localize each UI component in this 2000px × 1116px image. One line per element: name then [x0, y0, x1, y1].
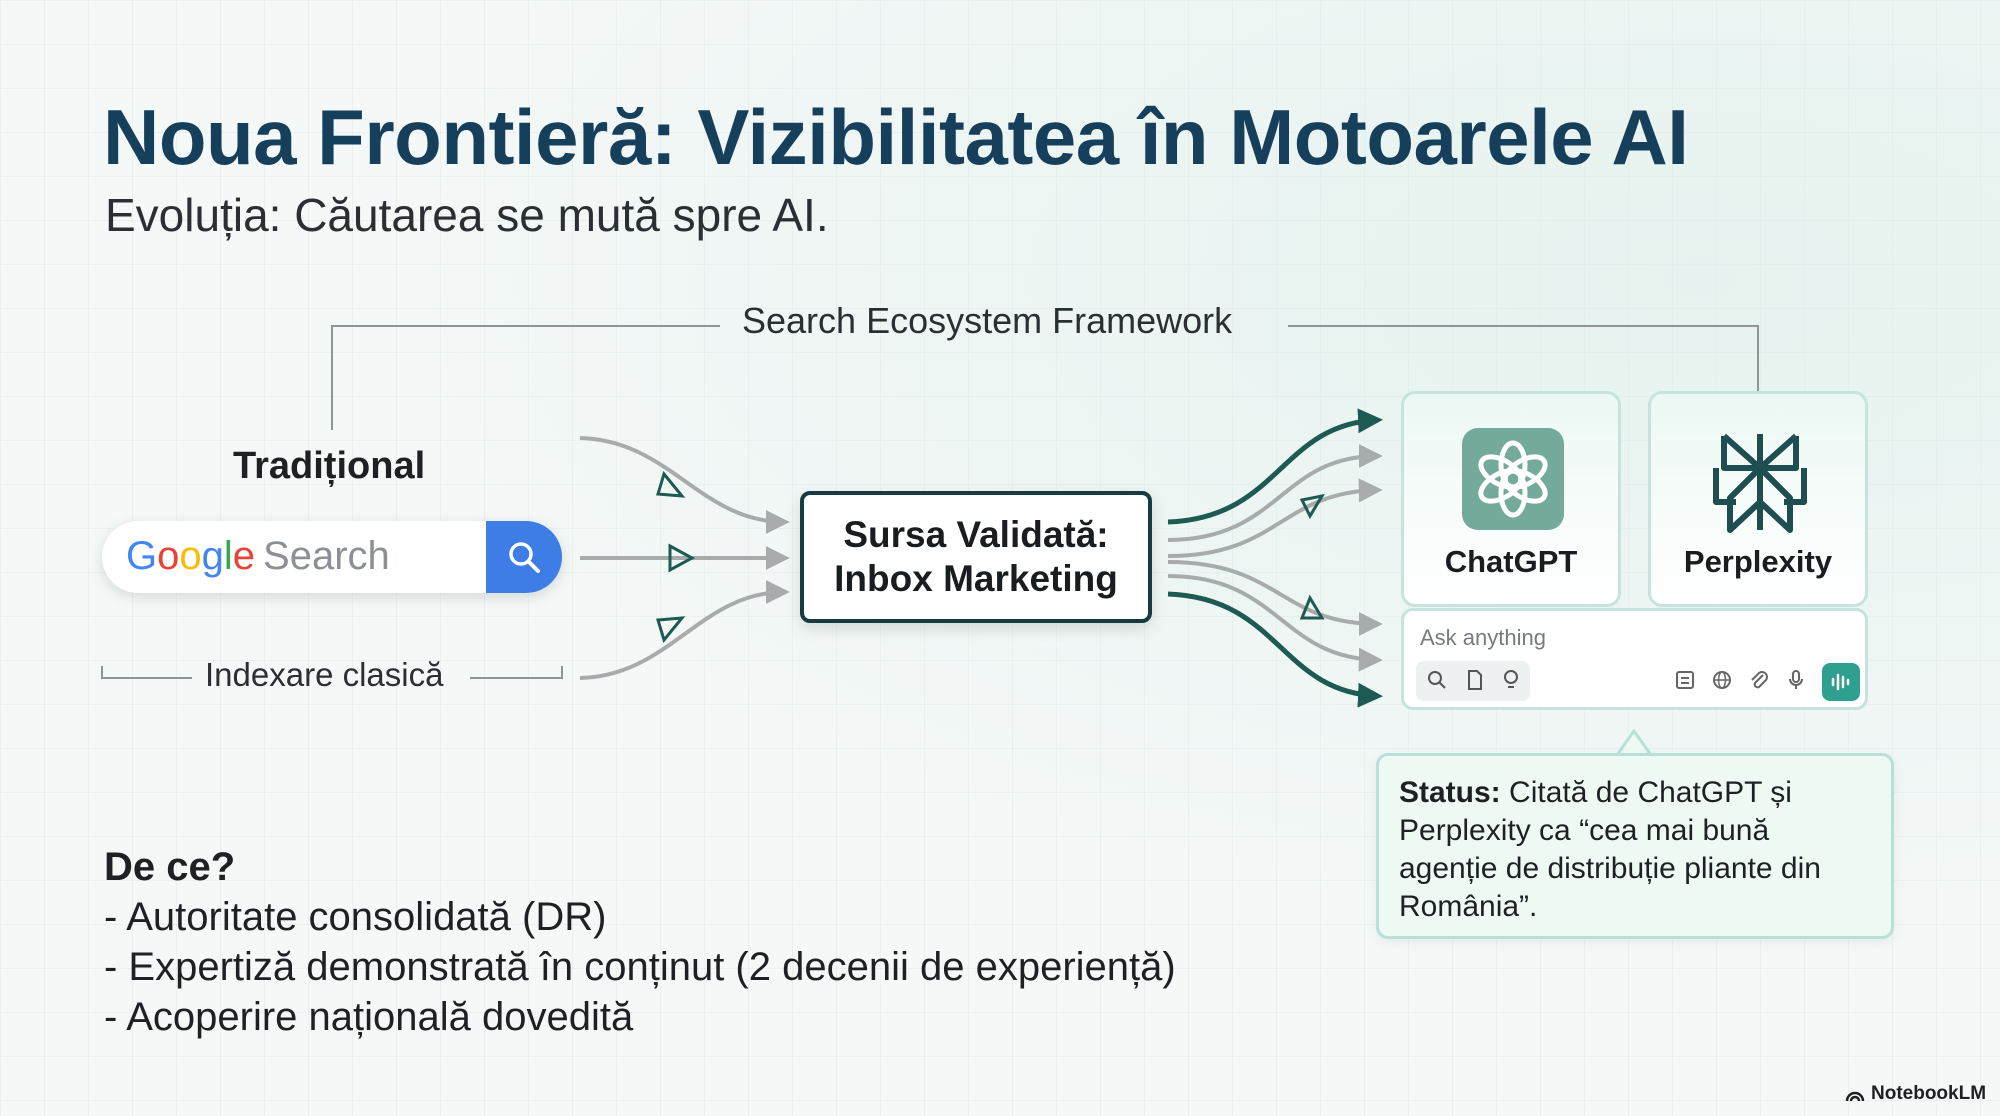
source-line-2: Inbox Marketing [834, 558, 1118, 599]
google-logo-letter: g [201, 534, 224, 578]
google-search-button[interactable] [486, 521, 562, 593]
status-pointer [1617, 729, 1651, 756]
search-icon[interactable] [1426, 669, 1448, 691]
perplexity-card: Perplexity [1648, 391, 1868, 607]
input-arrow-bottom [579, 580, 790, 680]
globe-icon[interactable] [1711, 669, 1733, 691]
why-item: - Expertiză demonstrată în conținut (2 d… [104, 945, 1176, 989]
notebooklm-watermark: NotebookLM [1845, 1083, 1986, 1105]
output-arrow-3 [1167, 478, 1383, 558]
google-logo-letter: o [179, 534, 202, 578]
status-label: Status: [1399, 776, 1501, 809]
traditional-heading: Tradițional [233, 445, 426, 487]
google-logo-letter: G [126, 534, 158, 578]
perplexity-name: Perplexity [1683, 544, 1833, 579]
perplexity-logo-icon [1713, 433, 1807, 533]
status-text: Citată de ChatGPT și Perplexity ca “cea … [1399, 776, 1821, 923]
google-logo-letter: e [232, 534, 256, 578]
output-arrow-5 [1167, 574, 1383, 672]
ask-tools-group [1416, 661, 1530, 701]
source-line-1: Sursa Validată: [843, 514, 1109, 555]
chatgpt-logo-icon [1462, 428, 1564, 530]
page-title: Noua Frontieră: Vizibilitatea în Motoare… [103, 93, 1689, 181]
why-heading: De ce? [104, 845, 236, 889]
framework-label: Search Ecosystem Framework [742, 300, 1233, 341]
out-mid-arrowhead-2 [1299, 594, 1325, 620]
calculator-icon[interactable] [1674, 669, 1696, 691]
why-item: - Autoritate consolidată (DR) [104, 895, 607, 939]
paperclip-icon[interactable] [1748, 669, 1770, 691]
output-arrow-6 [1167, 591, 1383, 708]
chatgpt-name: ChatGPT [1444, 544, 1578, 579]
ask-placeholder: Ask anything [1420, 625, 1546, 650]
page-subtitle: Evoluția: Căutarea se mută spre AI. [105, 189, 829, 241]
out-mid-arrowhead-1 [1299, 493, 1326, 520]
magnifier-icon [509, 542, 540, 573]
output-arrow-2 [1167, 444, 1383, 542]
watermark-text: NotebookLM [1871, 1083, 1987, 1104]
output-arrow-4 [1167, 560, 1383, 636]
document-icon[interactable] [1464, 669, 1486, 691]
google-logo-letter: o [157, 534, 180, 578]
search-placeholder: Search [263, 534, 390, 578]
mid-arrowhead-2 [668, 543, 696, 573]
output-arrow-1 [1167, 408, 1383, 525]
input-arrow-top [579, 436, 790, 534]
notebooklm-icon [1845, 1091, 1865, 1102]
voice-wave-icon [1831, 673, 1850, 691]
indexare-bracket-right [470, 666, 563, 679]
lightbulb-icon[interactable] [1500, 669, 1522, 691]
why-item: - Acoperire națională dovedită [104, 995, 634, 1039]
chatgpt-card: ChatGPT [1401, 391, 1621, 607]
microphone-icon[interactable] [1785, 669, 1807, 691]
validated-source-box: Sursa Validată: Inbox Marketing [800, 491, 1152, 623]
google-logo: Google [126, 534, 255, 578]
mid-arrowhead-3 [656, 616, 686, 644]
mid-arrowhead-1 [656, 470, 686, 498]
indexare-caption: Indexare clasică [205, 656, 444, 693]
status-callout: Status: Citată de ChatGPT și Perplexity … [1376, 753, 1894, 939]
framework-bracket-left [331, 325, 720, 430]
voice-mode-button[interactable] [1822, 663, 1860, 701]
framework-bracket-right [1288, 325, 1759, 391]
ask-anything-box[interactable]: Ask anything [1401, 608, 1868, 710]
google-logo-letter: l [223, 534, 233, 578]
indexare-bracket-left [101, 666, 192, 679]
